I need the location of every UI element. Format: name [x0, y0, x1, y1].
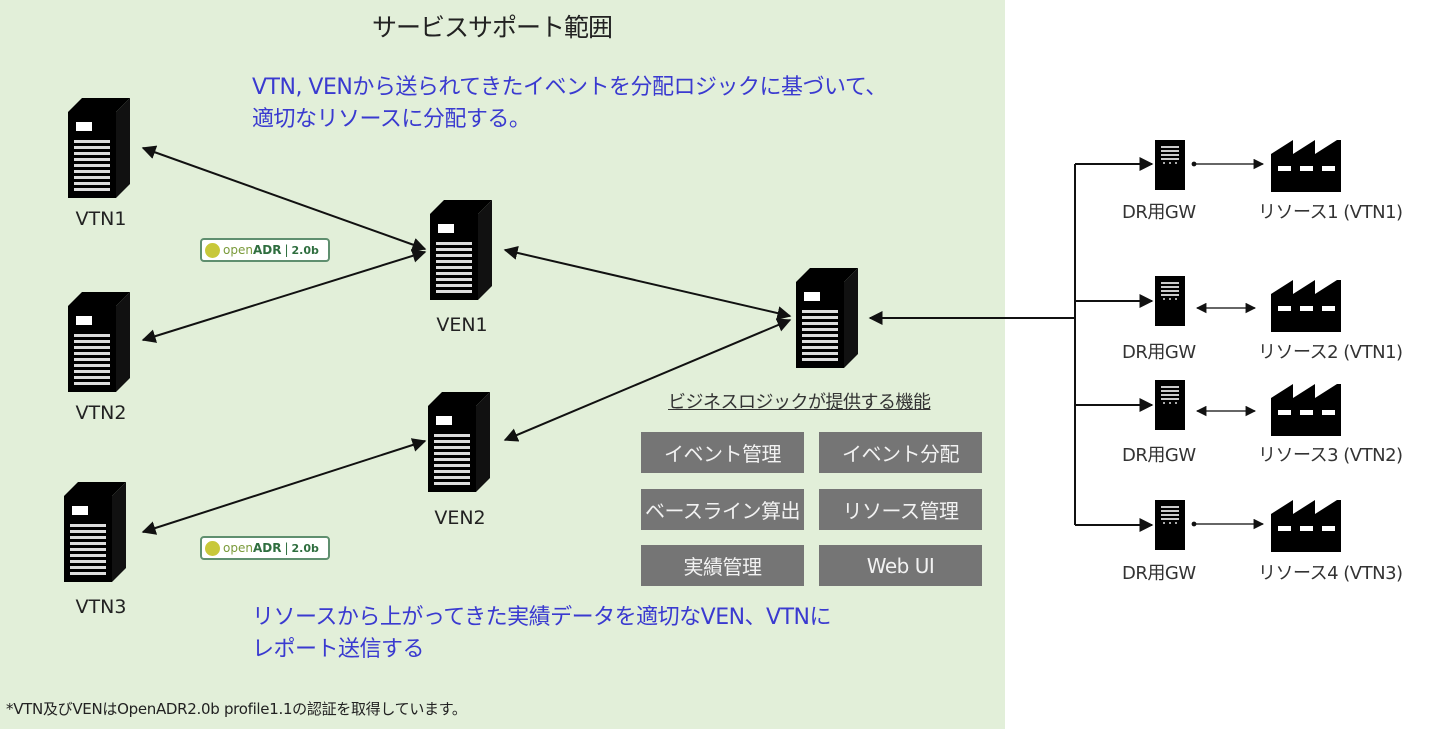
- link-vtn3-ven2: [141, 438, 427, 535]
- gateway-label: DR用GW: [1122, 202, 1196, 223]
- resource-label: リソース4 (VTN3): [1258, 563, 1403, 584]
- function-event-management: イベント管理: [641, 432, 804, 473]
- resource-label: リソース2 (VTN1): [1258, 342, 1403, 363]
- ven2-server-icon: [428, 392, 490, 492]
- dr-gateway-icon: [1155, 140, 1185, 190]
- factory-icon: [1271, 140, 1341, 192]
- vtn1-server-icon: [68, 98, 130, 198]
- function-event-distribution: イベント分配: [819, 432, 982, 473]
- function-resource-management: リソース管理: [819, 489, 982, 530]
- factory-icon: [1271, 384, 1341, 436]
- gateway-label: DR用GW: [1122, 563, 1196, 584]
- vtn2-server-icon: [68, 292, 130, 392]
- ven1-label: VEN1: [436, 314, 488, 336]
- business-logic-title: ビジネスロジックが提供する機能: [668, 392, 931, 413]
- resource-label: リソース3 (VTN2): [1258, 445, 1403, 466]
- ven2-label: VEN2: [434, 507, 486, 529]
- vtn3-label: VTN3: [75, 596, 127, 618]
- gateway-label: DR用GW: [1122, 342, 1196, 363]
- dr-gateway-icon: [1155, 500, 1185, 550]
- link-vtn2-ven1: [141, 249, 427, 343]
- factory-icon: [1271, 500, 1341, 552]
- bottom-description: リソースから上がってきた実績データを適切なVEN、VTNに レポート送信する: [252, 605, 832, 662]
- resource-label: リソース1 (VTN1): [1258, 202, 1403, 223]
- gateway-label: DR用GW: [1122, 445, 1196, 466]
- vtn3-server-icon: [64, 482, 126, 582]
- business-logic-server-icon: [796, 268, 858, 368]
- vtn1-label: VTN1: [75, 208, 127, 230]
- dr-gateway-icon: [1155, 380, 1185, 430]
- openadr-logo-icon: [205, 540, 220, 556]
- dr-gateway-icon: [1155, 276, 1185, 326]
- vtn2-label: VTN2: [75, 402, 127, 424]
- function-baseline-calculation: ベースライン算出: [641, 489, 804, 530]
- factory-icon: [1271, 280, 1341, 332]
- link-ven1-server: [503, 246, 792, 320]
- footnote: *VTN及びVENはOpenADR2.0b profile1.1の認証を取得して…: [6, 700, 467, 718]
- ven1-server-icon: [430, 200, 492, 300]
- openadr-logo-icon: [205, 242, 220, 258]
- function-web-ui: Web UI: [819, 545, 982, 586]
- diagram-title: サービスサポート範囲: [372, 13, 613, 42]
- link-vtn1-ven1: [141, 145, 427, 252]
- top-description: VTN, VENから送られてきたイベントを分配ロジックに基づいて、 適切なリソー…: [252, 75, 887, 132]
- function-results-management: 実績管理: [641, 545, 804, 586]
- link-ven2-server: [503, 318, 792, 442]
